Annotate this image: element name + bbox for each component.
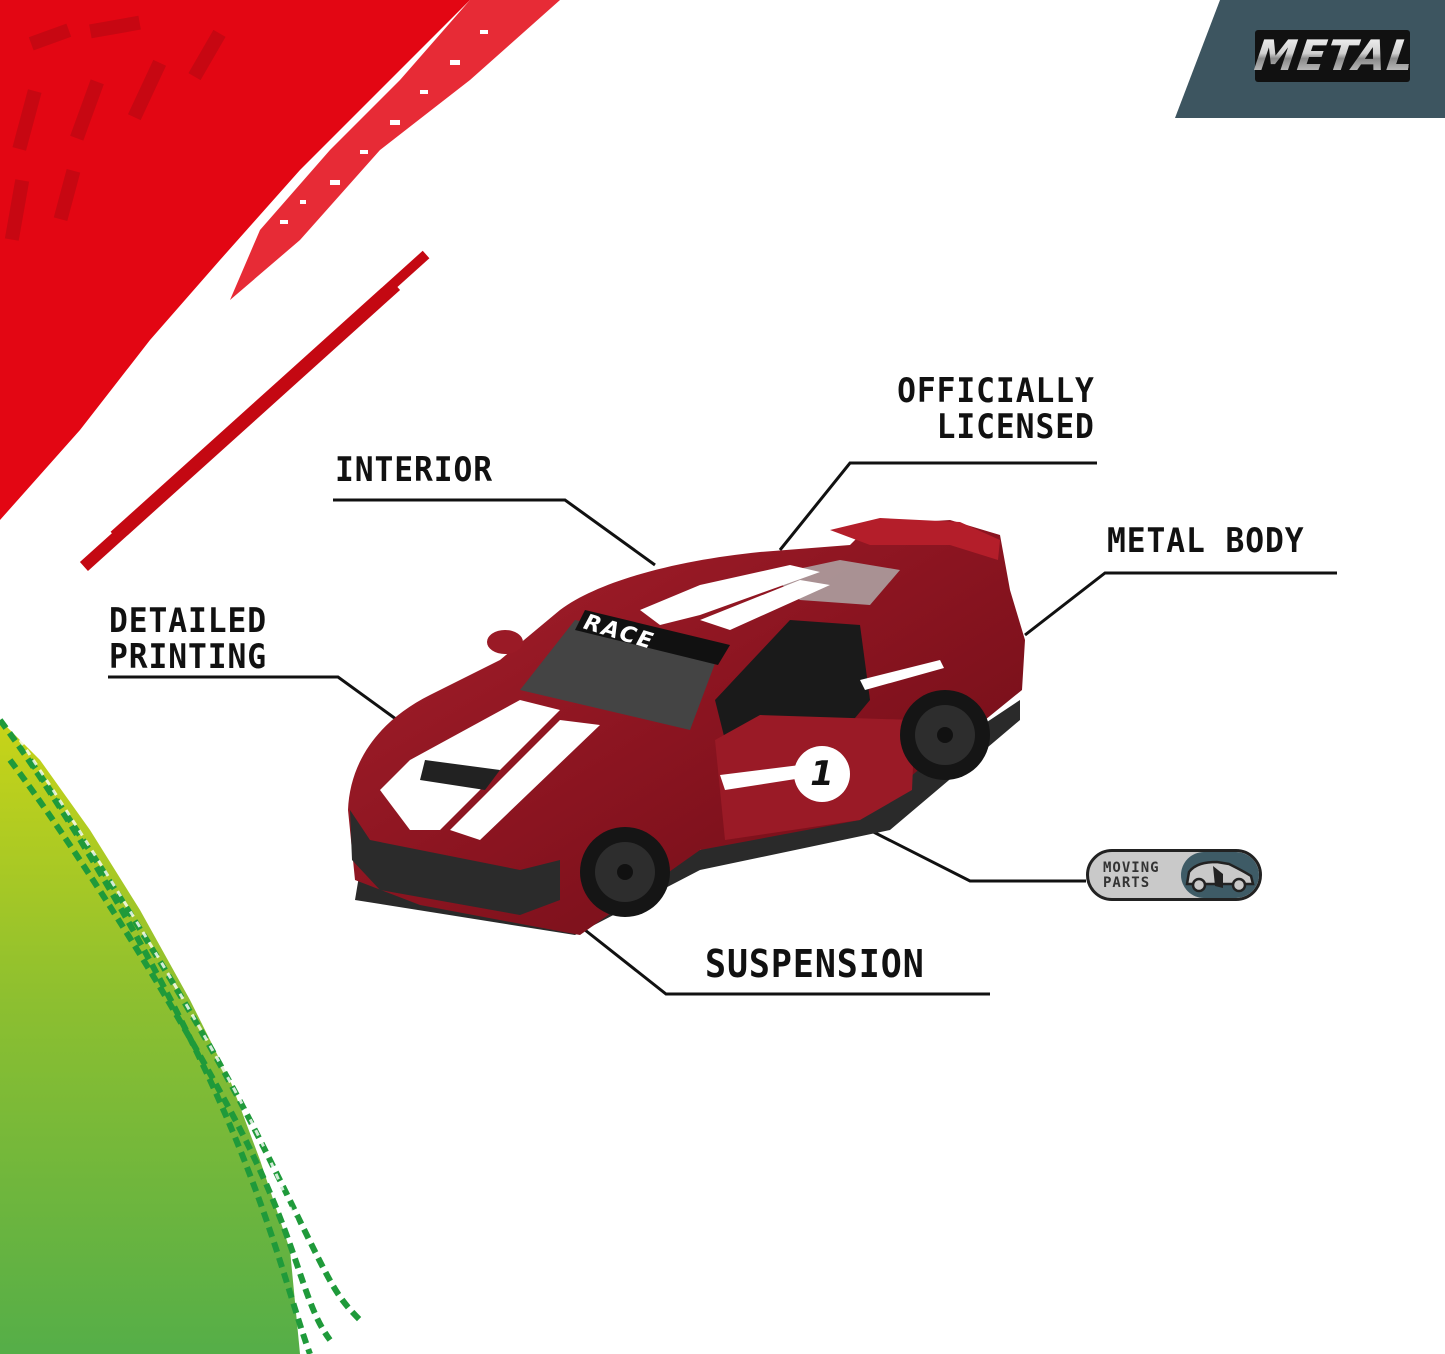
label-suspension: SUSPENSION xyxy=(705,942,925,986)
red-tire-track-swoosh xyxy=(0,0,560,571)
moving-parts-badge: MOVING PARTS xyxy=(1086,849,1262,901)
leader-lines xyxy=(108,461,1337,996)
door-number: 1 xyxy=(810,754,834,794)
car-open-door-icon xyxy=(1181,852,1259,898)
wheel xyxy=(580,827,670,917)
green-tire-track-swoosh xyxy=(0,718,363,1354)
moving-parts-text: MOVING PARTS xyxy=(1103,860,1160,891)
label-officially-licensed: OFFICIALLY LICENSED xyxy=(897,371,1095,447)
toy-car-image xyxy=(348,518,1025,935)
label-metal-body: METAL BODY xyxy=(1107,521,1305,561)
metal-badge: METAL xyxy=(1251,30,1419,82)
wheel xyxy=(900,690,990,780)
label-detailed-printing: DETAILED PRINTING xyxy=(109,601,268,677)
label-interior: INTERIOR xyxy=(335,450,494,490)
